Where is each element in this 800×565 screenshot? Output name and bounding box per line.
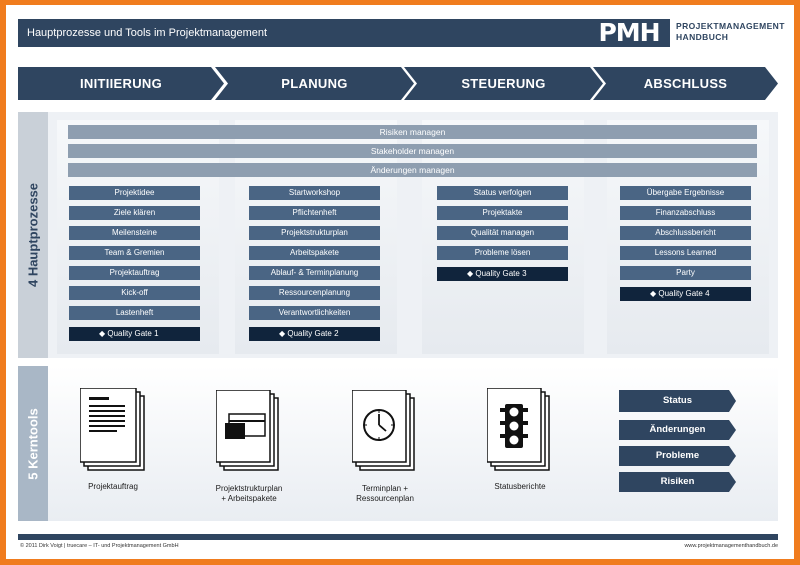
page-title: Hauptprozesse und Tools im Projektmanage… [18, 19, 588, 47]
process-box: Lastenheft [69, 306, 200, 320]
phase-label: INITIIERUNG [79, 76, 163, 91]
diamond-icon: ◆ [279, 329, 288, 338]
tools-section-label: 5 Kerntools [18, 366, 48, 521]
process-box: Finanzabschluss [620, 206, 751, 220]
status-button-label: Risiken [660, 476, 695, 487]
process-box: Verantwortlichkeiten [249, 306, 380, 320]
process-box: Ziele klären [69, 206, 200, 220]
structure-plan-icon [215, 389, 282, 479]
quality-gate-1: ◆ Quality Gate 1 [69, 327, 200, 341]
phase-initiierung: INITIIERUNG [18, 67, 224, 100]
process-box: Projektakte [437, 206, 568, 220]
footer-bar [18, 534, 778, 540]
process-box: Arbeitspakete [249, 246, 380, 260]
band-risiken: Risiken managen [68, 125, 757, 139]
process-box: Lessons Learned [620, 246, 751, 260]
process-box: Übergabe Ergebnisse [620, 186, 751, 200]
phase-steuerung: STEUERUNG [404, 67, 603, 100]
phase-label: PLANUNG [281, 76, 348, 91]
tool-label-terminplan: Terminplan + Ressourcenplan [356, 484, 414, 503]
logo-mark: PMH [588, 19, 670, 47]
status-button-label: Probleme [655, 450, 700, 461]
status-button-aenderungen: Änderungen [619, 420, 736, 440]
tool-label-statusberichte: Statusberichte [494, 482, 546, 491]
band-stakeholder: Stakeholder managen [68, 144, 757, 158]
process-box: Projektauftrag [69, 266, 200, 280]
phase-label: STEUERUNG [461, 76, 546, 91]
logo: PMH PROJEKTMANAGEMENT HANDBUCH [588, 19, 784, 47]
diamond-icon: ◆ [99, 329, 108, 338]
processes-section-label: 4 Hauptprozesse [18, 112, 48, 358]
quality-gate-4: ◆ Quality Gate 4 [620, 287, 751, 301]
process-box: Projektstrukturplan [249, 226, 380, 240]
diamond-icon: ◆ [467, 269, 476, 278]
process-box: Team & Gremien [69, 246, 200, 260]
tools-label-text: 5 Kerntools [25, 408, 41, 480]
document-icon [79, 387, 146, 477]
phase-abschluss: ABSCHLUSS [593, 67, 778, 100]
logo-text: PROJEKTMANAGEMENT HANDBUCH [676, 21, 785, 43]
footer-website: www.projektmanagementhandbuch.de [684, 543, 778, 549]
logo-line-2: HANDBUCH [676, 32, 729, 42]
gate-label: Quality Gate 3 [475, 269, 527, 278]
gate-label: Quality Gate 2 [287, 329, 339, 338]
diamond-icon: ◆ [650, 289, 659, 298]
process-box: Startworkshop [249, 186, 380, 200]
clock-icon [351, 389, 418, 479]
tool-label-structure-plan: Projektstrukturplan + Arbeitspakete [215, 484, 283, 503]
traffic-light-icon [486, 387, 553, 477]
band-aenderungen: Änderungen managen [68, 163, 757, 177]
process-box: Meilensteine [69, 226, 200, 240]
logo-line-1: PROJEKTMANAGEMENT [676, 21, 785, 31]
process-box: Kick-off [69, 286, 200, 300]
processes-label-text: 4 Hauptprozesse [25, 182, 41, 288]
status-button-risiken: Risiken [619, 472, 736, 492]
phase-planung: PLANUNG [215, 67, 414, 100]
gate-label: Quality Gate 4 [658, 289, 710, 298]
status-button-probleme: Probleme [619, 446, 736, 466]
tool-label-projektauftrag: Projektauftrag [88, 482, 138, 491]
process-box: Projektidee [69, 186, 200, 200]
process-box: Party [620, 266, 751, 280]
phase-arrows: INITIIERUNG PLANUNG STEUERUNG ABSCHLUSS [18, 67, 778, 100]
status-button-label: Status [662, 395, 693, 406]
process-box: Abschlussbericht [620, 226, 751, 240]
process-box: Ablauf- & Terminplanung [249, 266, 380, 280]
phase-label: ABSCHLUSS [643, 76, 728, 91]
status-button-status: Status [619, 390, 736, 412]
quality-gate-2: ◆ Quality Gate 2 [249, 327, 380, 341]
quality-gate-3: ◆ Quality Gate 3 [437, 267, 568, 281]
process-box: Probleme lösen [437, 246, 568, 260]
process-box: Status verfolgen [437, 186, 568, 200]
process-box: Qualität managen [437, 226, 568, 240]
process-box: Ressourcenplanung [249, 286, 380, 300]
footer-copyright: © 2011 Dirk Voigt | truecare – IT- und P… [20, 543, 179, 549]
gate-label: Quality Gate 1 [107, 329, 159, 338]
process-box: Pflichtenheft [249, 206, 380, 220]
status-button-label: Änderungen [649, 424, 706, 435]
